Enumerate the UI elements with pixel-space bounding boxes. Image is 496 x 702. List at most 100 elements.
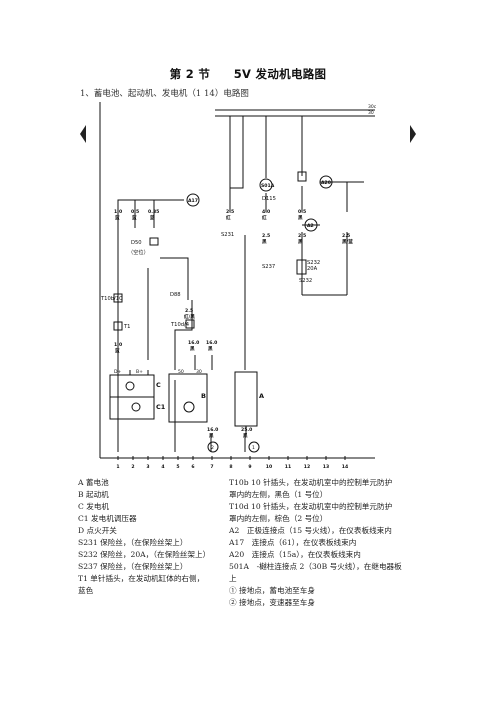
- grid-number: 1: [116, 464, 119, 470]
- legend-item: 罩内的左侧，黑色（1 号位）: [229, 490, 328, 499]
- legend-item: T1 单针插头，在发动机缸体的右侧，: [78, 574, 205, 583]
- next-page-arrow-icon[interactable]: [410, 125, 416, 143]
- legend-item: ① 接地点，蓄电池至车身: [229, 586, 315, 595]
- legend-item: T10d 10 针插头，在发动机室中的控制单元防护: [229, 502, 393, 511]
- wire-label-size: 0.5: [131, 209, 139, 215]
- d115-connector: [297, 171, 307, 182]
- page-subtitle: 1、蓄电池、起动机、发电机（1 14）电路图: [80, 89, 249, 99]
- terminal-label-30: 30: [196, 369, 202, 375]
- legend-item: 501A -樾柱连接点 2（30B 号火线），在继电器板: [229, 562, 402, 571]
- wire-label-size: 2.5: [185, 308, 193, 314]
- a17-connector: [186, 193, 200, 207]
- legend-item: B 起动机: [78, 490, 109, 499]
- legend-item: A20 连接点（15a），在仪表板线束内: [229, 550, 361, 559]
- switch-note-spare: （空位）: [128, 248, 149, 256]
- legend-item: A 蓄电池: [78, 478, 109, 487]
- connector-label-s01a: S01A: [261, 183, 275, 189]
- grid-number: 10: [266, 464, 272, 470]
- legend-item: C 发电机: [78, 502, 110, 511]
- grid-number: 8: [229, 464, 232, 470]
- bus-label-30: 30: [368, 110, 374, 116]
- wire-label-color: 黑: [208, 345, 213, 352]
- fuse-rating-label: 20A: [307, 266, 318, 272]
- legend-item: D 点火开关: [78, 526, 117, 535]
- wire-label-size: 1.0: [114, 209, 122, 215]
- legend-item: C1 发电机调压器: [78, 514, 137, 523]
- connector-label-a17: A17: [188, 198, 198, 204]
- switch-label-d88: D88: [170, 292, 181, 298]
- switch-label-d50: D50: [131, 240, 142, 246]
- s232-fuse: [296, 259, 307, 275]
- wire-label-size: 16.0: [207, 427, 218, 433]
- legend-item: S232 保险丝，20A，（在保险丝架上）: [78, 550, 211, 559]
- wire-label-size: 4.0: [262, 209, 270, 215]
- legend-item: S231 保险丝，（在保险丝架上）: [78, 538, 188, 547]
- legend-right-column: T10b 10 针插头，在发动机室中的控制单元防护 罩内的左侧，黑色（1 号位）…: [229, 477, 425, 609]
- legend-item: S237 保险丝，（在保险丝架上）: [78, 562, 188, 571]
- connector-label-a20: A20: [321, 180, 331, 186]
- legend-item: A17 连接点（61），在仪表板线束内: [229, 538, 357, 547]
- legend-left-column: A 蓄电池 B 起动机 C 发电机 C1 发电机调压器 D 点火开关 S231 …: [78, 477, 218, 597]
- grid-number: 4: [161, 464, 164, 470]
- ground-point-1: [248, 441, 260, 453]
- wire-label-size: 2.5: [226, 209, 234, 215]
- battery-box: [234, 371, 258, 427]
- wire-label-color: 黑: [190, 345, 195, 352]
- grid-number: 3: [146, 464, 149, 470]
- grid-number: 9: [248, 464, 251, 470]
- wire-label-color: 红/黑: [184, 313, 195, 320]
- component-label-a: A: [259, 392, 264, 400]
- fuse-label-s232: S232: [299, 278, 312, 284]
- wire-label-color: 黑: [262, 238, 267, 245]
- legend-item: ② 接地点，变速器至车身: [229, 598, 315, 607]
- d50-socket: [149, 237, 159, 246]
- wire-label-color: 黑: [209, 432, 214, 439]
- legend-item: A2 正极连接点（15 号火线），在仪表板线束内: [229, 526, 392, 535]
- wire-label-size: 0.5: [298, 209, 306, 215]
- grid-number: 2: [131, 464, 134, 470]
- wire-label-color: 红: [262, 214, 267, 221]
- s01a-connector: [259, 178, 273, 192]
- page-title: 第 2 节 5V 发动机电路图: [169, 67, 327, 81]
- connector-label-t1: T1: [123, 324, 130, 330]
- grid-number: 7: [210, 464, 213, 470]
- wire-label-size: 16.0: [206, 340, 217, 346]
- component-label-b: B: [201, 392, 206, 400]
- wire-label-color: 黑/蓝: [342, 238, 353, 245]
- t10d-connector: [185, 319, 195, 329]
- legend-item: T10b 10 针插头，在发动机室中的控制单元防护: [229, 478, 393, 487]
- terminal-label-b-plus: B+: [136, 369, 143, 375]
- legend-item: 上: [229, 574, 237, 583]
- t1-connector: [113, 321, 123, 331]
- connector-label-t10d: T10d/4: [170, 322, 190, 328]
- wire-label-size: 2.5: [298, 233, 306, 239]
- ground-label-1: 1: [252, 445, 255, 451]
- terminal-label-d-plus: D+: [114, 369, 122, 375]
- wire-label-color: 黑: [298, 214, 303, 221]
- a20-connector: [319, 175, 333, 189]
- wire-label-color: 蓝: [115, 214, 120, 221]
- wire-label-color: 黑: [243, 432, 248, 439]
- connector-label-t10b: T10b/10: [100, 296, 122, 302]
- previous-page-arrow-icon[interactable]: [80, 125, 86, 143]
- legend-item: 罩内的左侧，棕色（2 号位）: [229, 514, 328, 523]
- wire-label-color: 蓝: [150, 214, 155, 221]
- wire-label-size: 2.5: [342, 233, 350, 239]
- component-label-c: C: [156, 381, 161, 389]
- fuse-id-label: S232: [307, 260, 320, 266]
- grid-number: 13: [323, 464, 329, 470]
- fuse-label-s231: S231: [221, 232, 234, 238]
- wire-label-size: 1.0: [114, 342, 122, 348]
- grid-number: 11: [285, 464, 291, 470]
- fuse-label-s237: S237: [262, 264, 275, 270]
- wire-label-color: 蓝: [115, 347, 120, 354]
- ground-label-2: 2: [211, 445, 214, 451]
- wire-label-color: 黑: [298, 238, 303, 245]
- wire-label-size: 16.0: [188, 340, 199, 346]
- wire-label-size: 25.0: [241, 427, 252, 433]
- ground-point-2: [207, 441, 219, 453]
- switch-label-d115: D115: [262, 196, 276, 202]
- wire-label-color: 蓝: [132, 214, 137, 221]
- terminal-label-50: 50: [178, 369, 184, 375]
